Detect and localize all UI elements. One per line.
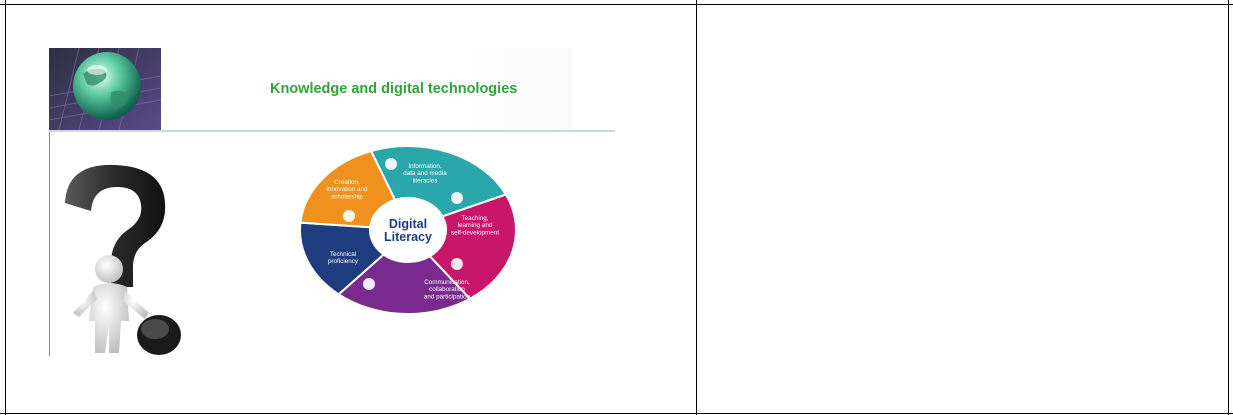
wheel-center-title-line2: Literacy	[384, 230, 432, 244]
slide-header: Knowledge and digital technologies	[49, 48, 615, 132]
slide-title: Knowledge and digital technologies	[270, 81, 518, 97]
wheel-segment	[336, 253, 472, 315]
embedded-slide-image: Knowledge and digital technologies Infor…	[49, 48, 615, 358]
gears-icon	[451, 192, 463, 204]
table-middle-border	[696, 0, 697, 415]
lightbulb-icon	[343, 210, 355, 222]
globe-keyboard-icon	[49, 48, 161, 130]
header-divider	[49, 130, 615, 132]
wheel-center	[373, 201, 443, 259]
devices-icon	[363, 278, 375, 290]
slide-header-background	[161, 48, 573, 130]
slide-left-rule	[49, 132, 50, 356]
wheel-center-title-line1: Digital	[389, 217, 427, 231]
table-right-border	[1228, 0, 1229, 415]
people-cloud-icon	[451, 258, 463, 270]
table-left-border	[5, 0, 6, 415]
wheel-segment	[299, 149, 397, 229]
table-bottom-border	[0, 413, 1233, 414]
table-top-border	[0, 4, 1233, 5]
magnifier-icon	[385, 158, 397, 170]
wheel-segment	[428, 193, 517, 301]
wheel-segment	[369, 145, 508, 218]
question-mark-figure-icon	[65, 164, 181, 355]
